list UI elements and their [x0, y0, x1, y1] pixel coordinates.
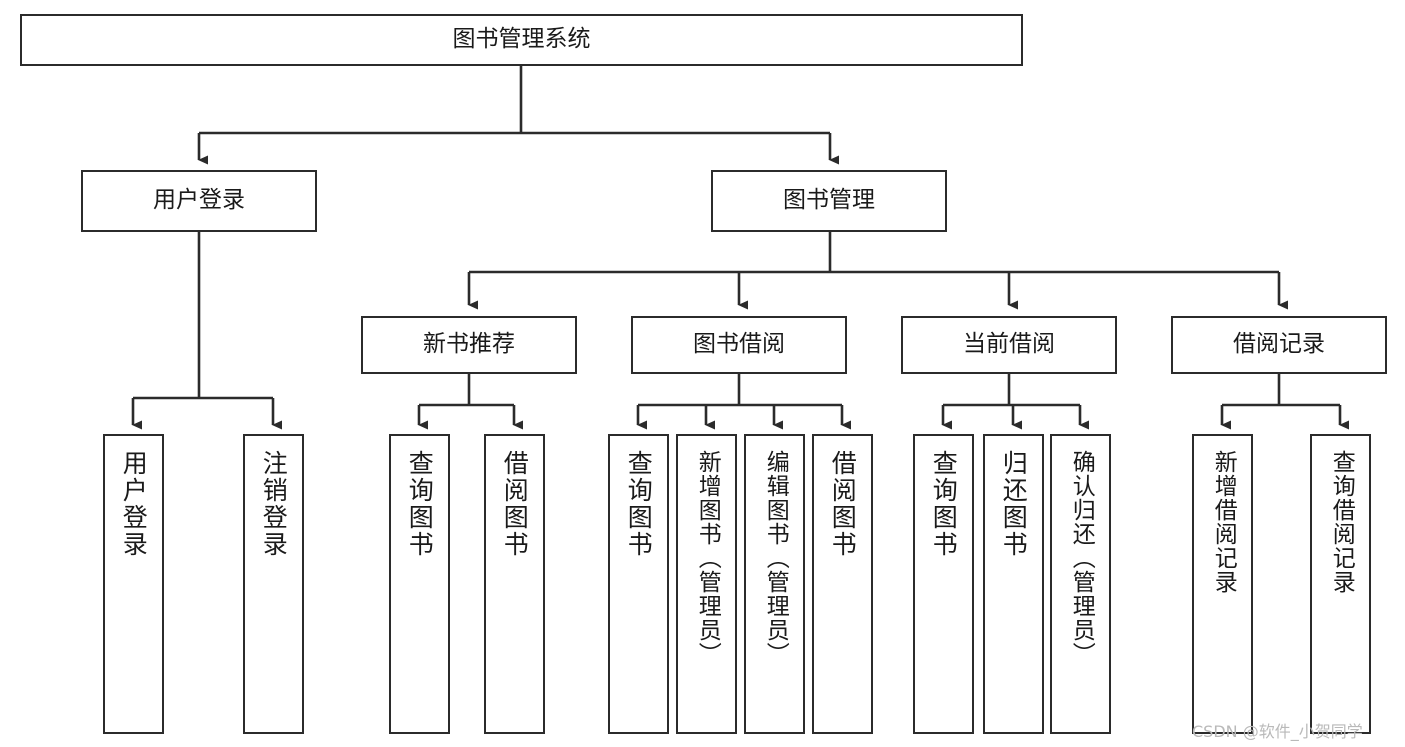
node-book-borrow[interactable]: 图书借阅: [631, 316, 847, 374]
leaf-label: 查询图书: [929, 450, 959, 558]
leaf-label: 编辑图书（管理员）: [762, 450, 789, 666]
leaf-current-return-book[interactable]: 归还图书: [983, 434, 1044, 734]
leaf-borrow-borrow-book[interactable]: 借阅图书: [812, 434, 873, 734]
leaf-label: 确认归还（管理员）: [1068, 450, 1095, 666]
leaf-recommend-query-book[interactable]: 查询图书: [389, 434, 450, 734]
leaf-current-query-book[interactable]: 查询图书: [913, 434, 974, 734]
csdn-watermark: CSDN @软件_小贺同学: [1192, 722, 1363, 741]
node-book-management[interactable]: 图书管理: [711, 170, 947, 232]
leaf-user-login-logout[interactable]: 注销登录: [243, 434, 304, 734]
node-label: 借阅记录: [1233, 331, 1325, 358]
node-label: 图书管理系统: [452, 26, 591, 53]
node-label: 图书管理: [783, 187, 875, 214]
leaf-borrow-add-book-admin[interactable]: 新增图书（管理员）: [676, 434, 737, 734]
leaf-label: 新增图书（管理员）: [694, 450, 721, 666]
leaf-user-login-login[interactable]: 用户登录: [103, 434, 164, 734]
leaf-label: 借阅图书: [500, 450, 530, 558]
node-label: 图书借阅: [693, 331, 785, 358]
node-current-borrow[interactable]: 当前借阅: [901, 316, 1117, 374]
leaf-record-add-record[interactable]: 新增借阅记录: [1192, 434, 1253, 734]
leaf-label: 查询图书: [624, 450, 654, 558]
leaf-label: 用户登录: [119, 450, 149, 558]
leaf-recommend-borrow-book[interactable]: 借阅图书: [484, 434, 545, 734]
node-label: 当前借阅: [963, 331, 1055, 358]
leaf-label: 借阅图书: [828, 450, 858, 558]
node-borrow-record[interactable]: 借阅记录: [1171, 316, 1387, 374]
node-label: 用户登录: [153, 187, 245, 214]
node-user-login[interactable]: 用户登录: [81, 170, 317, 232]
leaf-label: 查询图书: [405, 450, 435, 558]
leaf-borrow-query-book[interactable]: 查询图书: [608, 434, 669, 734]
leaf-label: 归还图书: [999, 450, 1029, 558]
leaf-borrow-edit-book-admin[interactable]: 编辑图书（管理员）: [744, 434, 805, 734]
leaf-record-query-record[interactable]: 查询借阅记录: [1310, 434, 1371, 734]
node-root-system[interactable]: 图书管理系统: [20, 14, 1023, 66]
leaf-label: 新增借阅记录: [1210, 450, 1237, 594]
node-label: 新书推荐: [423, 331, 515, 358]
leaf-current-confirm-return-admin[interactable]: 确认归还（管理员）: [1050, 434, 1111, 734]
leaf-label: 注销登录: [259, 450, 289, 558]
leaf-label: 查询借阅记录: [1328, 450, 1355, 594]
node-new-book-recommend[interactable]: 新书推荐: [361, 316, 577, 374]
